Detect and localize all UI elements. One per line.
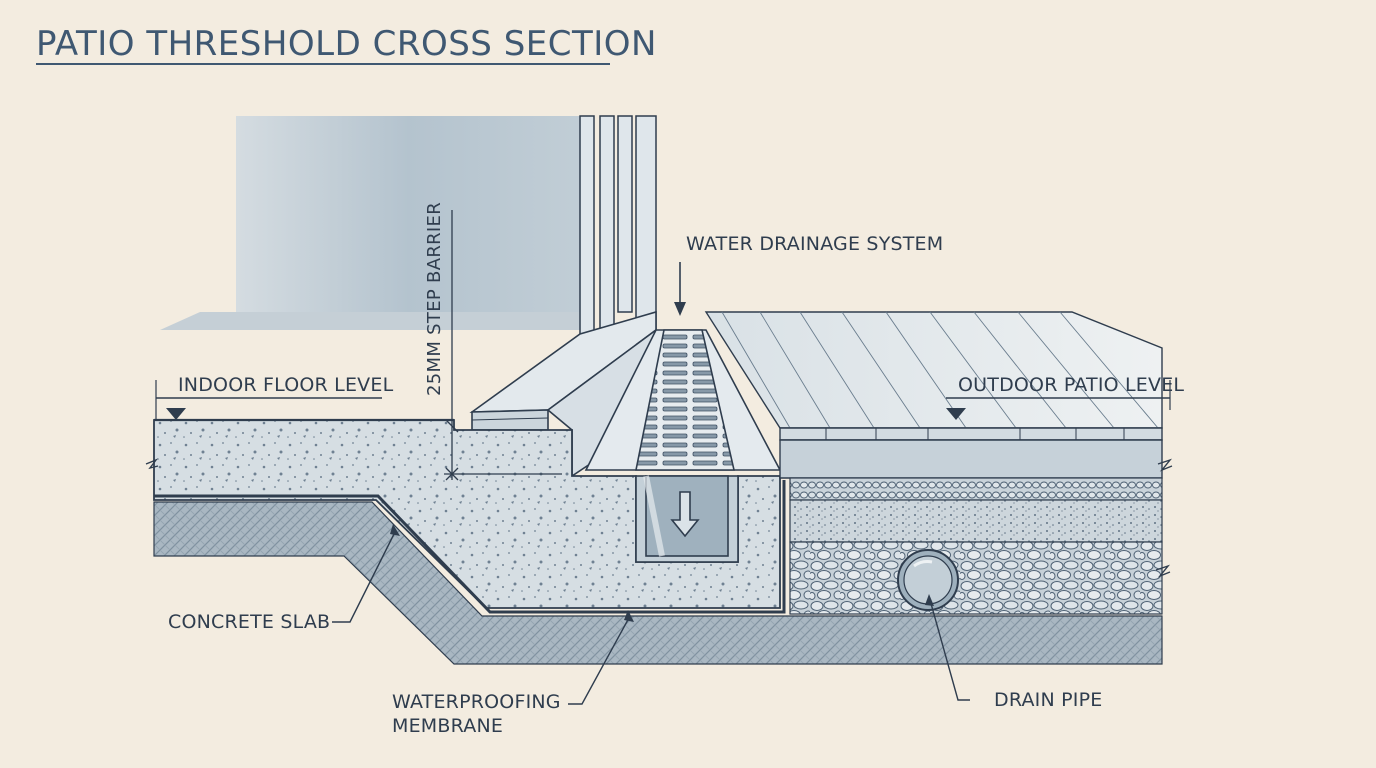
gravel-bed	[789, 477, 1163, 615]
leader-arrowheads	[390, 524, 934, 622]
waterproofing-membrane-line	[154, 480, 786, 614]
label-drain-pipe: DRAIN PIPE	[994, 689, 1103, 711]
indoor-level-marker	[155, 380, 382, 420]
break-marks	[145, 458, 1173, 578]
drain-pipe-section	[897, 549, 959, 611]
drain-channel	[584, 329, 782, 563]
outdoor-level-marker	[946, 380, 1171, 420]
indoor-wall	[160, 116, 580, 330]
leader-lines	[332, 529, 970, 705]
earth-subgrade	[153, 501, 1163, 665]
label-outdoor-patio-level: OUTDOOR PATIO LEVEL	[958, 374, 1185, 396]
patio-deck	[704, 311, 1163, 479]
door-frame	[579, 115, 657, 335]
label-water-drainage: WATER DRAINAGE SYSTEM	[686, 233, 944, 255]
label-waterproofing-line1: WATERPROOFING	[392, 691, 561, 713]
label-waterproofing-membrane: WATERPROOFING MEMBRANE	[392, 690, 561, 738]
label-indoor-floor-level: INDOOR FLOOR LEVEL	[178, 374, 394, 396]
label-concrete-slab: CONCRETE SLAB	[168, 611, 331, 633]
label-waterproofing-line2: MEMBRANE	[392, 715, 504, 737]
step-dimension	[444, 210, 562, 481]
page-title: PATIO THRESHOLD CROSS SECTION	[36, 24, 657, 64]
title-underline	[36, 63, 610, 65]
drain-arrow-down-icon	[674, 262, 686, 316]
label-step-barrier: 25MM STEP BARRIER	[424, 201, 445, 396]
